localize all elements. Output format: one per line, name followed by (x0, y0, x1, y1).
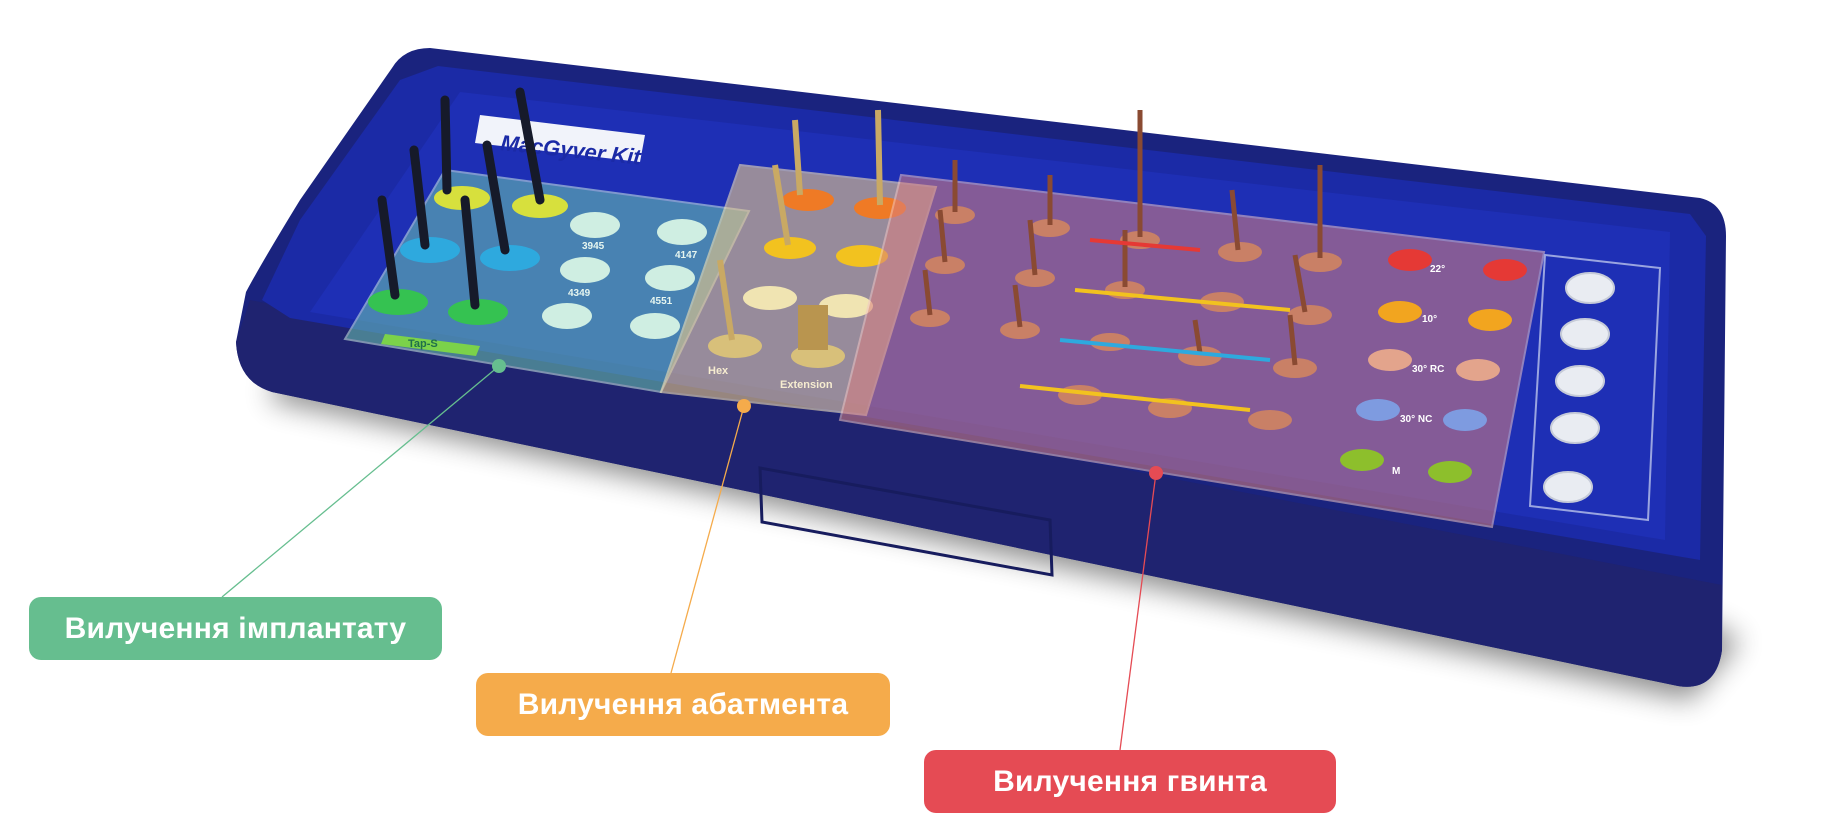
svg-text:4147: 4147 (675, 250, 698, 261)
screw-removal-label: Вилучення гвинта (993, 764, 1267, 798)
front-handle-recess (758, 466, 1054, 577)
screw-removal-section: 22° 10° 30° RC 30° NC M (838, 110, 1546, 529)
svg-text:M: M (1392, 466, 1400, 477)
svg-text:Extension: Extension (780, 379, 833, 391)
implant-removal-section: Tap-S 3945 4147 4349 4551 (343, 87, 751, 394)
abutment-marker-dot (737, 399, 751, 413)
svg-text:22°: 22° (1430, 264, 1445, 275)
abutment-removal-callout[interactable]: Вилучення абатмента (476, 673, 890, 736)
screw-removal-callout[interactable]: Вилучення гвинта (924, 750, 1336, 813)
implant-leader-line (221, 365, 500, 598)
abutment-leader-line (670, 405, 745, 674)
abutment-removal-label: Вилучення абатмента (517, 687, 849, 721)
screw-leader-line (1119, 472, 1157, 751)
svg-text:30° NC: 30° NC (1400, 414, 1432, 425)
svg-text:Hex: Hex (708, 365, 729, 377)
svg-text:3945: 3945 (582, 241, 605, 252)
svg-text:Tap-S: Tap-S (408, 338, 438, 350)
svg-text:10°: 10° (1422, 314, 1437, 325)
svg-text:4551: 4551 (650, 296, 673, 307)
implant-marker-dot (492, 359, 506, 373)
svg-text:30° RC: 30° RC (1412, 364, 1444, 375)
implant-removal-callout[interactable]: Вилучення імплантату (29, 597, 442, 660)
implant-removal-label: Вилучення імплантату (64, 611, 407, 645)
svg-text:4349: 4349 (568, 288, 591, 299)
white-caps-column (1528, 253, 1662, 522)
screw-marker-dot (1149, 466, 1163, 480)
